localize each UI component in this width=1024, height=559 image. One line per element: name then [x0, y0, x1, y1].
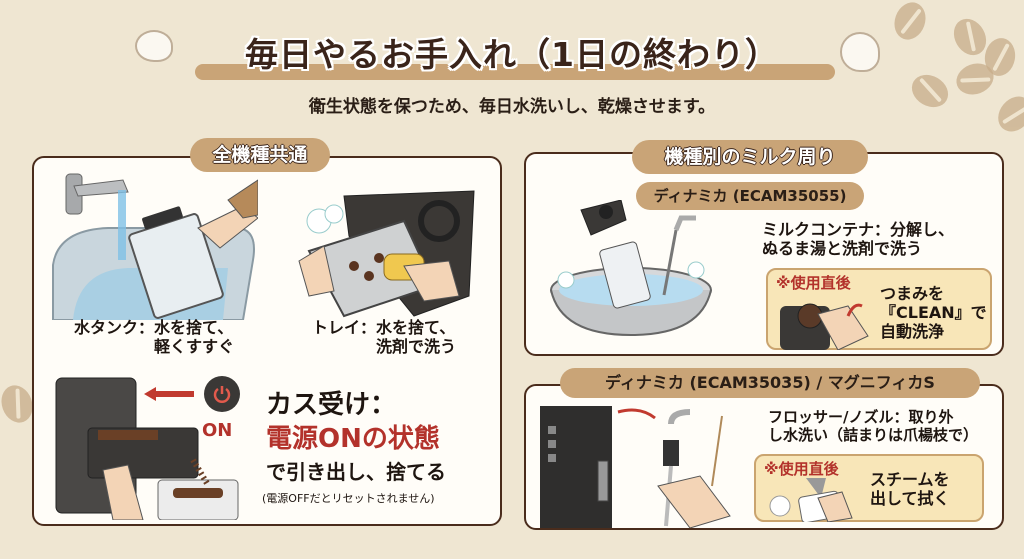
tray-label: トレイ：水を捨て、 洗剤で洗う [312, 318, 456, 356]
grounds-power-on-highlight: 電源ONの状態 [266, 424, 440, 454]
clean-knob-instruction: つまみを 『CLEAN』で 自動洗浄 [880, 284, 987, 342]
tray-name: トレイ： [312, 318, 377, 337]
water-tank-rinse-illustration [48, 170, 259, 321]
milk-container-step-2: ぬるま湯と洗剤で洗う [762, 239, 923, 259]
clean-note-line-3: 自動洗浄 [880, 322, 945, 342]
milk-container-desc: ミルクコンテナ：分解し、 ぬるま湯と洗剤で洗う [762, 220, 954, 258]
page-subtitle: 衛生状態を保つため、毎日水洗いし、乾燥させます。 [308, 97, 716, 117]
frother-nozzle-illustration [540, 406, 740, 529]
clean-note-line-1: つまみを [880, 284, 945, 303]
drip-tray-sponge-illustration [284, 176, 484, 326]
grounds-heading: カス受け： [266, 390, 397, 420]
milk-container-wash-illustration [546, 199, 716, 340]
model-a-label: ディナミカ (ECAM35055) [636, 182, 864, 210]
clean-note-line-2: 『CLEAN』で [880, 303, 987, 323]
steam-wipe-instruction: スチームを 出して拭く [870, 470, 950, 508]
grounds-container-illustration [48, 370, 248, 521]
immediately-after-use-tag: ※使用直後 [764, 460, 839, 478]
model-b-label: ディナミカ (ECAM35035) / マグニフィカS [560, 368, 980, 398]
page-title: 毎日やるお手入れ（1日の終わり） [245, 35, 779, 74]
steam-wipe-illustration [766, 478, 856, 524]
frother-step-2: し水洗い（詰まりは爪楊枝で） [768, 426, 979, 444]
tray-step-1: 水を捨て、 [376, 318, 456, 337]
clean-knob-illustration [778, 296, 870, 351]
steam-note-line-2: 出して拭く [870, 489, 950, 509]
steam-note-line-1: スチームを [870, 470, 950, 489]
milk-container-step-1: ミルクコンテナ：分解し、 [762, 220, 955, 239]
frother-care-panel: フロッサー/ノズル：取り外 し水洗い（詰まりは爪楊枝で） ※使用直後 スチームを… [524, 384, 1004, 530]
common-care-heading: 全機種共通 [190, 138, 330, 172]
water-tank-name: 水タンク： [74, 318, 155, 337]
power-icon [204, 376, 240, 412]
milk-care-heading: 機種別のミルク周り [632, 140, 868, 174]
tray-step-2: 洗剤で洗う [376, 337, 457, 357]
power-on-label: ON [202, 420, 233, 441]
common-care-panel: 水タンク：水を捨て、 軽くすすぐ トレイ：水を捨て、 洗剤で洗う [32, 156, 502, 526]
title-underline [195, 64, 835, 80]
pull-arrow-icon [144, 386, 194, 401]
water-tank-step-1: 水を捨て、 [154, 318, 234, 337]
water-tank-step-2: 軽くすすぐ [154, 337, 235, 357]
clean-knob-note-box: ※使用直後 つまみを 『CLEAN』で 自動洗浄 [766, 268, 992, 351]
steam-wipe-note-box: ※使用直後 スチームを 出して拭く [754, 454, 984, 524]
immediately-after-use-tag: ※使用直後 [776, 274, 851, 292]
frother-desc: フロッサー/ノズル：取り外 し水洗い（詰まりは爪楊枝で） [768, 408, 978, 444]
frother-step-1: フロッサー/ノズル：取り外 [768, 408, 954, 426]
water-tank-label: 水タンク：水を捨て、 軽くすすぐ [74, 318, 234, 356]
grounds-action: で引き出し、捨てる [266, 460, 446, 484]
grounds-note: (電源OFFだとリセットされません) [262, 492, 435, 505]
